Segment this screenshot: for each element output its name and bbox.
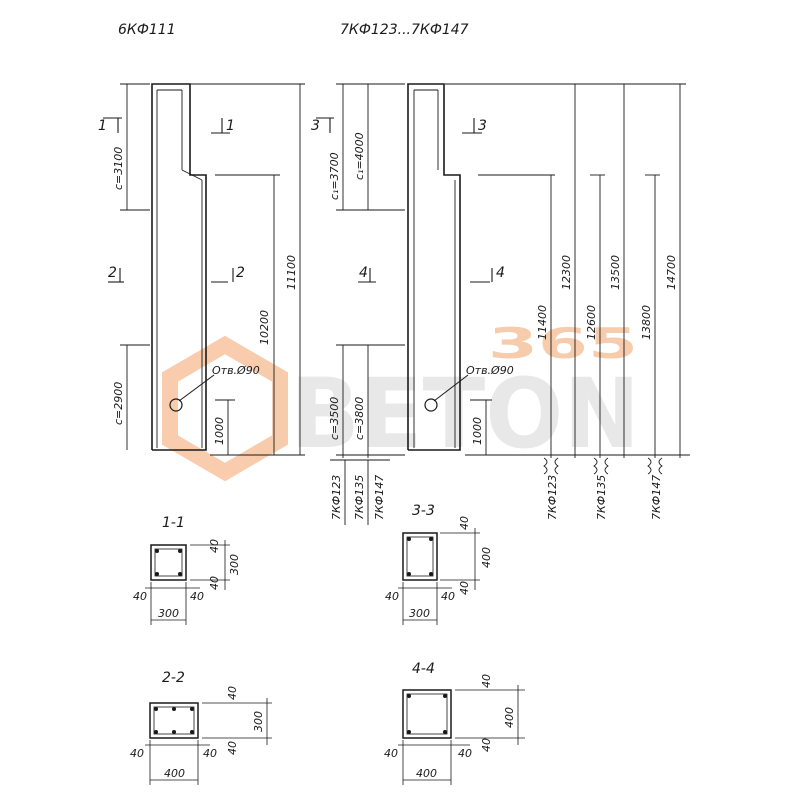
section-2-2: 2-2 400 40 40 300 40 40	[130, 670, 272, 785]
right-dim-11400: 11400	[536, 305, 549, 340]
mark-left-7kf147: 7КФ147	[373, 475, 386, 520]
bottom-mark-7kf135: 7КФ135	[595, 475, 608, 520]
section-marker-4-left: 4	[359, 265, 368, 281]
section-marker-2-left: 2	[108, 265, 117, 281]
section-1-1-d: 40	[208, 576, 221, 590]
right-column-dim-lines	[336, 83, 690, 458]
section-3-3-title: 3-3	[412, 503, 435, 519]
right-hole-label: Отв.Ø90	[466, 364, 514, 377]
right-dim-hole-height: 1000	[471, 417, 484, 445]
right-dim-top-c1: c₁=3700	[328, 152, 341, 200]
watermark-number: 365	[488, 319, 638, 368]
section-3-3-w: 300	[409, 607, 430, 620]
mark-braces-right	[543, 457, 663, 475]
section-3-3-a: 40	[385, 590, 399, 603]
right-dim-13500: 13500	[609, 255, 622, 290]
section-2-2-h: 300	[252, 711, 265, 732]
left-dim-height-mid: 10200	[258, 310, 271, 345]
watermark-hexagon-logo	[162, 335, 288, 482]
section-marker-3-right: 3	[478, 118, 487, 134]
right-dim-12600: 12600	[585, 305, 598, 340]
left-column-dim-lines	[120, 83, 305, 456]
watermark-brand: BETON	[290, 358, 640, 470]
section-1-1-c: 40	[208, 539, 221, 553]
watermark: BETON 365	[162, 319, 640, 482]
section-4-4-c: 40	[480, 674, 493, 688]
right-dim-top-c2: c₁=4000	[353, 132, 366, 180]
section-4-4-d: 40	[480, 738, 493, 752]
section-2-2-title: 2-2	[162, 670, 185, 686]
section-4-4-h: 400	[503, 707, 516, 728]
section-2-2-a: 40	[130, 747, 144, 760]
left-column-elevation	[151, 83, 207, 451]
section-4-4-b: 40	[458, 747, 472, 760]
section-marker-1-left: 1	[98, 118, 107, 134]
left-dim-top-consol: c=3100	[112, 147, 125, 190]
left-dim-bottom-consol: c=2900	[112, 382, 125, 425]
section-marker-4-right: 4	[496, 265, 505, 281]
right-dim-12300: 12300	[560, 255, 573, 290]
right-dim-bot-c2: c=3800	[353, 397, 366, 440]
left-dim-height-total: 11100	[285, 255, 298, 290]
right-section-markers	[316, 117, 493, 283]
section-3-3-h: 400	[480, 547, 493, 568]
section-marker-3-left: 3	[311, 118, 320, 134]
left-section-markers	[103, 117, 234, 283]
right-dim-14700: 14700	[665, 255, 678, 290]
section-1-1-b: 40	[190, 590, 204, 603]
bottom-mark-7kf123: 7КФ123	[546, 475, 559, 520]
section-3-3-b: 40	[441, 590, 455, 603]
left-hole-symbol	[169, 398, 183, 412]
bottom-mark-7kf147: 7КФ147	[650, 475, 663, 520]
section-2-2-b: 40	[203, 747, 217, 760]
mark-brackets-left	[330, 459, 390, 525]
section-2-2-c: 40	[226, 686, 239, 700]
title-left-block: 6КФ111	[118, 22, 176, 38]
section-3-3-d: 40	[458, 581, 471, 595]
section-1-1-title: 1-1	[162, 515, 185, 531]
left-dim-hole-height: 1000	[213, 417, 226, 445]
section-4-4-a: 40	[384, 747, 398, 760]
section-2-2-d: 40	[226, 741, 239, 755]
section-1-1-h: 300	[228, 554, 241, 575]
section-marker-1-right: 1	[226, 118, 235, 134]
mark-left-7kf123: 7КФ123	[330, 475, 343, 520]
right-hole-leader	[433, 374, 469, 402]
section-2-2-w: 400	[164, 767, 185, 780]
section-3-3: 3-3 300 40 40 400 40 40	[385, 503, 493, 625]
right-column-elevation	[407, 83, 461, 451]
right-hole-symbol	[424, 398, 438, 412]
left-hole-leader	[178, 374, 215, 402]
section-4-4-title: 4-4	[412, 661, 435, 677]
section-3-3-c: 40	[458, 516, 471, 530]
section-marker-2-right: 2	[236, 265, 245, 281]
right-dim-bot-c1: c=3500	[328, 397, 341, 440]
section-4-4: 4-4 400 40 40 400 40 40	[384, 661, 525, 785]
section-1-1: 1-1 300 40 40 300 40 40	[133, 515, 241, 625]
left-hole-label: Отв.Ø90	[212, 364, 260, 377]
title-right-block: 7КФ123...7КФ147	[340, 22, 469, 38]
right-dim-13800: 13800	[640, 305, 653, 340]
section-1-1-a: 40	[133, 590, 147, 603]
section-4-4-w: 400	[416, 767, 437, 780]
mark-left-7kf135: 7КФ135	[353, 475, 366, 520]
section-1-1-w: 300	[158, 607, 179, 620]
